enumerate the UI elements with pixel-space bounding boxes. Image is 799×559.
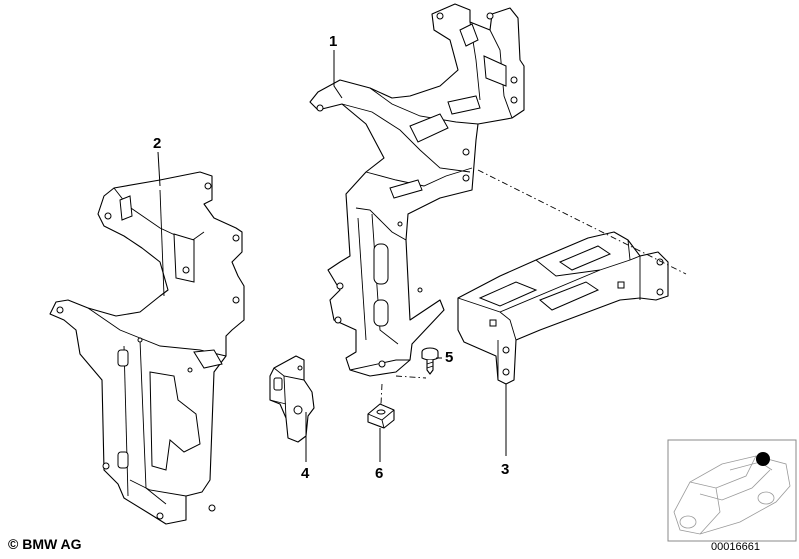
car-outline-icon xyxy=(673,455,791,535)
alignment-line-6 xyxy=(380,383,383,405)
alignment-line-5 xyxy=(395,375,427,379)
leader-1 xyxy=(333,50,343,99)
alignment-line-1-3 xyxy=(477,169,687,275)
car-locator-thumbnail xyxy=(667,439,797,542)
document-number: 00016661 xyxy=(711,541,760,553)
location-marker-icon xyxy=(756,452,770,466)
callout-6: 6 xyxy=(375,465,383,482)
part-3-tray xyxy=(457,231,669,385)
part-4-clip xyxy=(269,355,315,443)
leader-2 xyxy=(157,151,161,187)
part-5-screw xyxy=(421,347,439,375)
part-1-bracket xyxy=(309,3,525,377)
callout-1: 1 xyxy=(329,33,337,50)
part-6-nut xyxy=(367,403,395,429)
callout-3: 3 xyxy=(501,461,509,478)
callout-4: 4 xyxy=(301,465,310,482)
callout-2: 2 xyxy=(153,135,161,152)
copyright-label: © BMW AG xyxy=(8,536,82,552)
part-2-bracket xyxy=(49,171,245,525)
callout-5: 5 xyxy=(445,349,453,366)
